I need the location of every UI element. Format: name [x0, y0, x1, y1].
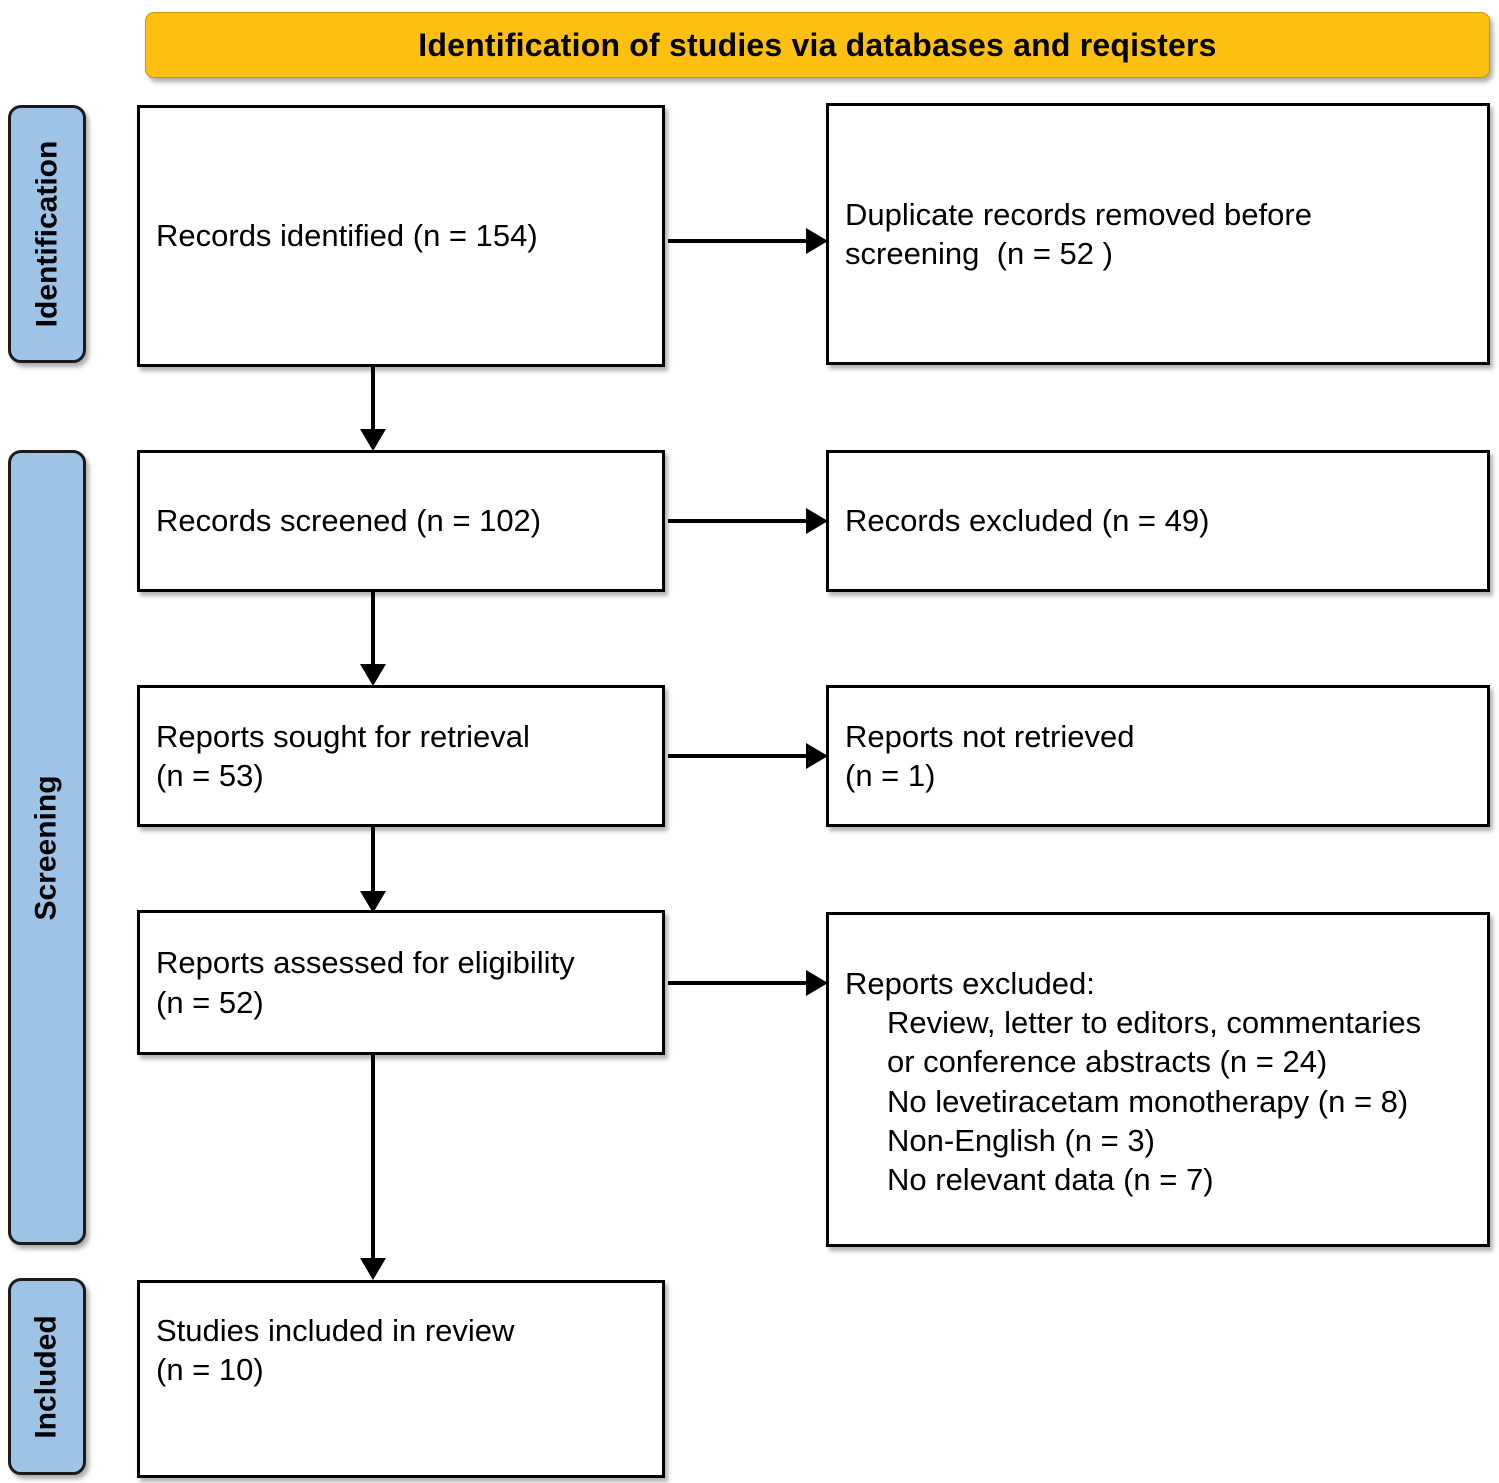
duplicates-removed-line-2: screening (n = 52 ) — [845, 236, 1113, 271]
studies-included-line-1: Studies included in review — [156, 1313, 515, 1348]
reports-assessed-line-2: (n = 52) — [156, 984, 264, 1020]
stage-bar-identification: Identification — [8, 105, 86, 363]
box-reports-excluded: Reports excluded: Review, letter to edit… — [826, 912, 1490, 1247]
box-reports-not-retrieved: Reports not retrieved (n = 1) — [826, 685, 1490, 827]
stage-bar-included: Included — [8, 1278, 86, 1475]
arrow-sought-to-not-retrieved — [668, 743, 828, 769]
reports-excluded-reason-1-cont: or conference abstracts (n = 24) — [887, 1044, 1328, 1080]
reports-sought-line-2: (n = 53) — [156, 758, 264, 793]
box-reports-sought-for-retrieval: Reports sought for retrieval (n = 53) — [137, 685, 665, 827]
arrow-sought-to-assessed — [360, 827, 386, 913]
box-records-screened: Records screened (n = 102) — [137, 450, 665, 592]
stage-label-screening: Screening — [30, 774, 63, 921]
studies-included-line-2: (n = 10) — [156, 1352, 264, 1388]
reports-excluded-reason-4: No relevant data (n = 7) — [887, 1161, 1214, 1197]
banner-identification-header: Identification of studies via databases … — [145, 12, 1490, 78]
arrow-screened-to-excluded — [668, 508, 828, 534]
reports-excluded-reason-3: Non-English (n = 3) — [887, 1122, 1155, 1158]
records-screened-line-1: Records screened (n = 102) — [156, 503, 542, 539]
reports-excluded-reason-1: Review, letter to editors, commentaries — [887, 1005, 1422, 1041]
reports-assessed-line-1: Reports assessed for eligibility — [156, 945, 575, 981]
reports-not-retrieved-line-1: Reports not retrieved — [845, 718, 1135, 754]
box-duplicate-records-removed: Duplicate records removed before screeni… — [826, 103, 1490, 365]
arrow-identified-to-screened — [360, 367, 386, 451]
box-studies-included-in-review: Studies included in review (n = 10) — [137, 1280, 665, 1478]
reports-not-retrieved-line-2: (n = 1) — [845, 758, 936, 793]
arrow-screened-to-sought — [360, 592, 386, 686]
records-identified-line-1: Records identified (n = 154) — [156, 218, 538, 254]
stage-label-included: Included — [30, 1314, 63, 1439]
duplicates-removed-line-1: Duplicate records removed before — [845, 196, 1312, 232]
arrow-identified-to-duplicates — [668, 228, 828, 254]
reports-excluded-reason-2: No levetiracetam monotherapy (n = 8) — [887, 1083, 1409, 1119]
reports-excluded-heading: Reports excluded: — [845, 966, 1095, 1002]
box-records-excluded: Records excluded (n = 49) — [826, 450, 1490, 592]
box-reports-assessed-for-eligibility: Reports assessed for eligibility (n = 52… — [137, 910, 665, 1055]
banner-title: Identification of studies via databases … — [418, 26, 1217, 63]
arrow-assessed-to-reports-excluded — [668, 970, 828, 996]
stage-bar-screening: Screening — [8, 450, 86, 1245]
stage-label-identification: Identification — [30, 140, 64, 328]
reports-sought-line-1: Reports sought for retrieval — [156, 718, 530, 754]
records-excluded-line-1: Records excluded (n = 49) — [845, 503, 1210, 539]
box-records-identified: Records identified (n = 154) — [137, 105, 665, 367]
arrow-assessed-to-included — [360, 1055, 386, 1280]
